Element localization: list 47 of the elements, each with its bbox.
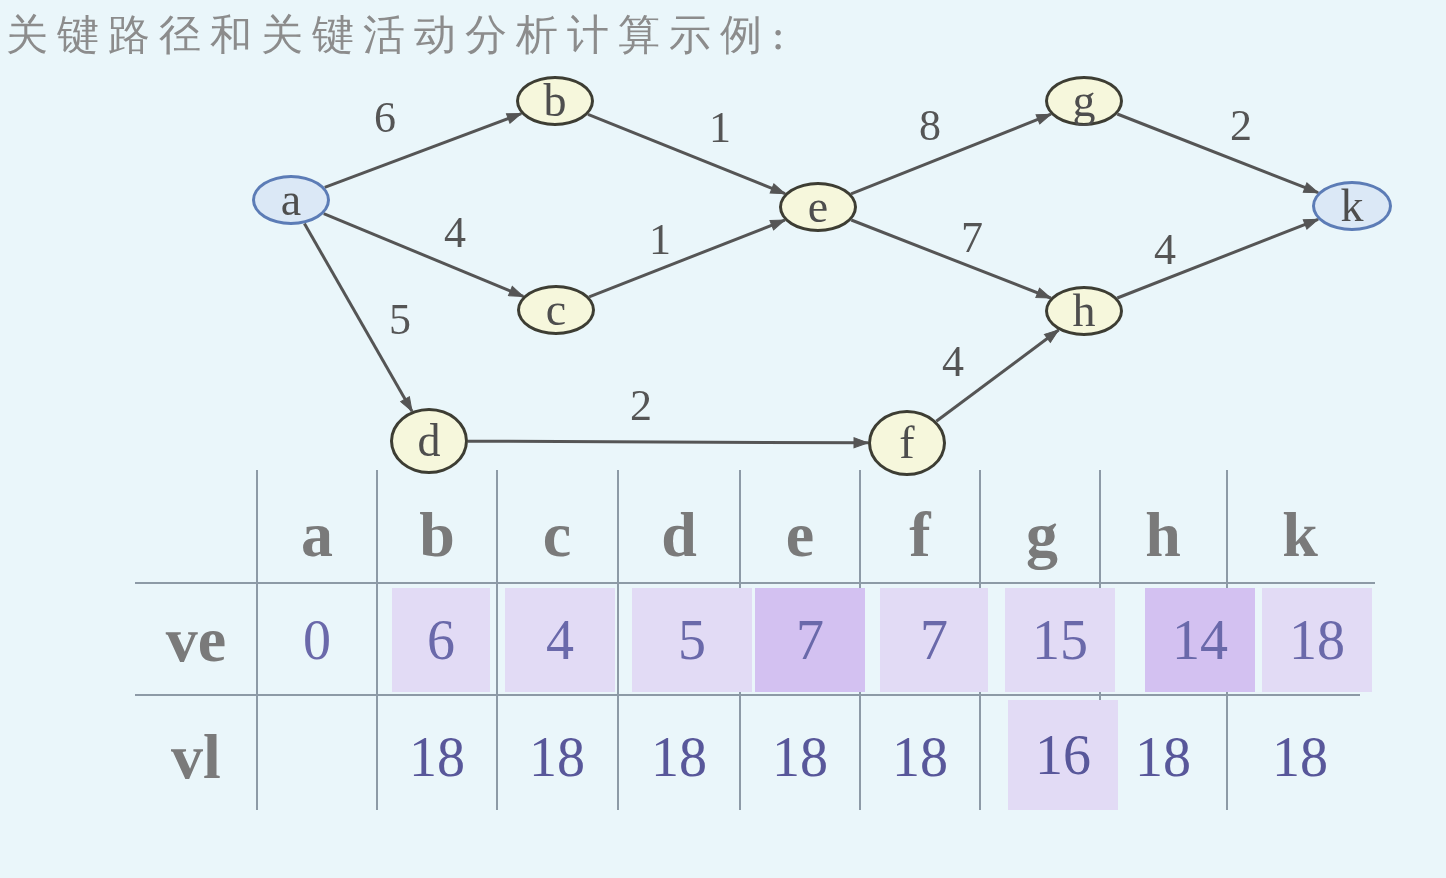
highlighted-cell: 18 [1262,588,1372,692]
vertex-ellipse: e [779,182,857,232]
highlighted-cell: 15 [1005,588,1115,692]
vertex-ellipse: c [517,285,595,335]
vertex-ellipse: d [390,408,468,474]
arrow [850,218,1052,300]
column-heading: h [1145,503,1181,567]
highlighted-cell: 16 [1008,700,1118,810]
row-heading: vl [171,725,221,789]
value-text: 0 [303,612,331,668]
vertex-ellipse: a [252,175,330,225]
column-heading: k [1282,503,1318,567]
row-heading: ve [165,608,227,672]
value-text: 18 [1135,729,1191,785]
title-text: 关键路径和关键活动分析计算示例: [6,10,795,61]
highlighted-cell: 7 [880,588,988,692]
column-heading: c [542,503,572,567]
value-text: 18 [772,729,828,785]
vertex-ellipse: h [1045,286,1123,336]
arrow [1116,112,1319,195]
column-heading: a [301,503,333,567]
column-heading: e [785,503,815,567]
highlighted-cell: 4 [505,588,615,692]
value-text: 18 [1272,729,1328,785]
arrow [1116,217,1319,300]
vertex-ellipse: f [868,410,946,476]
value-text: 18 [409,729,465,785]
arrow [324,112,522,189]
column-heading: b [419,503,455,567]
arrow [323,212,524,298]
value-text: 18 [529,729,585,785]
vertex-ellipse: k [1312,181,1392,231]
column-heading: f [909,503,931,567]
column-heading: d [661,503,697,567]
arrow [587,112,786,196]
highlighted-cell: 5 [632,588,752,692]
value-text: 18 [892,729,948,785]
value-text: 18 [651,729,707,785]
highlighted-cell: 14 [1145,588,1255,692]
arrow [850,112,1052,196]
highlighted-cell: 6 [392,588,490,692]
arrow [468,437,869,449]
arrow [588,218,786,299]
highlighted-cell: 7 [755,588,865,692]
vertex-ellipse: b [516,76,594,126]
vertex-ellipse: g [1045,76,1123,126]
arrow [935,328,1060,423]
